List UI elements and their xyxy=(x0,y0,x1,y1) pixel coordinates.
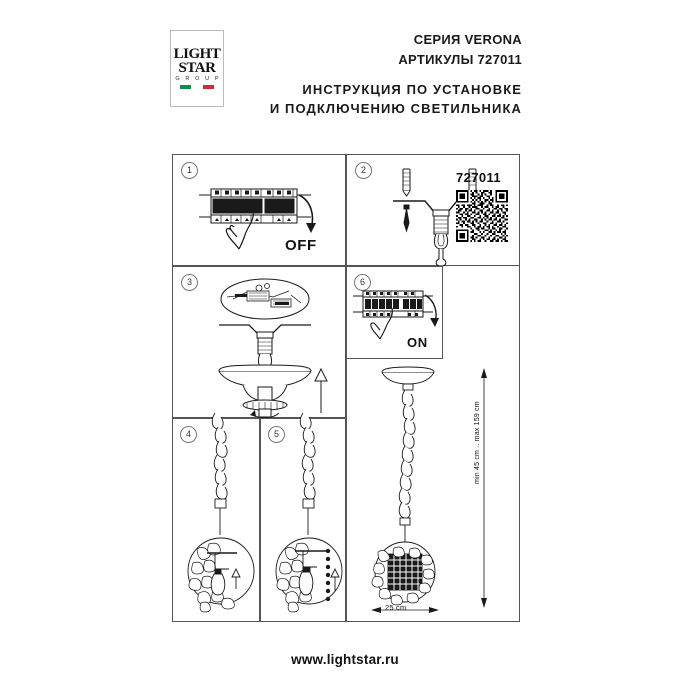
width-dimension-label: 25 cm xyxy=(385,603,407,612)
rotate-arrow-icon xyxy=(250,410,280,419)
header-text-block: СЕРИЯ VERONA АРТИКУЛЫ 727011 ИНСТРУКЦИЯ … xyxy=(270,30,522,119)
document-header: LIGHT STAR G R O U P СЕРИЯ VERONA АРТИКУ… xyxy=(170,30,522,125)
italian-flag-icon xyxy=(180,85,214,90)
step-number-2: 2 xyxy=(355,162,372,179)
logo-text-group: G R O U P xyxy=(175,76,221,83)
step-1-state-label: OFF xyxy=(285,237,317,254)
article-number: 727011 xyxy=(456,170,502,185)
chain-icon xyxy=(299,412,316,500)
product-dimension-drawing xyxy=(371,366,487,613)
up-arrow-icon xyxy=(314,367,328,413)
title-line-1: ИНСТРУКЦИЯ ПО УСТАНОВКЕ xyxy=(302,82,522,98)
circuit-breaker-illustration xyxy=(199,188,311,250)
panel-step-3: 3 xyxy=(172,266,346,419)
chain-and-shade-illustration xyxy=(275,412,343,613)
circuit-breaker-illustration xyxy=(353,290,433,340)
chain-icon xyxy=(211,412,228,500)
step-number-1: 1 xyxy=(181,162,198,179)
footer-website[interactable]: www.lightstar.ru xyxy=(291,652,399,667)
panel-step-5: 5 xyxy=(260,412,346,622)
lamp-bulb-icon xyxy=(210,568,226,596)
chain-and-shade-illustration xyxy=(187,412,255,613)
articles-label: АРТИКУЛЫ 727011 xyxy=(398,52,522,68)
panel-step-6: 6 xyxy=(346,266,443,359)
insert-arrow-icon xyxy=(330,567,340,591)
height-dimension-label: min 45 cm .. max 159 cm xyxy=(474,401,481,484)
lamp-bulb-icon xyxy=(298,566,314,596)
lightstar-logo: LIGHT STAR G R O U P xyxy=(170,30,224,107)
step-number-3: 3 xyxy=(181,274,198,291)
rotation-arrow-icon xyxy=(424,294,439,327)
page-title: ИНСТРУКЦИЯ ПО УСТАНОВКЕ И ПОДКЛЮЧЕНИЮ СВ… xyxy=(270,81,522,119)
wiring-detail-bubble xyxy=(220,278,310,320)
panel-step-4: 4 xyxy=(172,412,260,622)
series-label: СЕРИЯ VERONA xyxy=(413,32,522,47)
insert-arrow-icon xyxy=(231,567,241,589)
ceiling-cup xyxy=(381,366,435,391)
logo-text-star: STAR xyxy=(178,59,216,76)
crystal-sphere-shade xyxy=(371,541,436,606)
logo-text-light: LIGHT xyxy=(173,45,221,62)
screw-icon xyxy=(403,204,410,233)
instruction-grid: 1 xyxy=(172,154,520,622)
crystal-strand xyxy=(325,548,331,602)
qr-code xyxy=(456,190,508,242)
chain-icon xyxy=(398,389,416,519)
panel-step-1: 1 xyxy=(172,154,346,266)
width-dimension-line xyxy=(371,607,439,613)
step-number-4: 4 xyxy=(180,426,197,443)
wall-dowel-icon xyxy=(402,168,411,197)
step-number-5: 5 xyxy=(268,426,285,443)
height-dimension-line xyxy=(481,368,487,608)
title-line-2: И ПОДКЛЮЧЕНИЮ СВЕТИЛЬНИКА xyxy=(269,101,522,117)
rotation-arrow-icon xyxy=(298,194,316,233)
step-6-state-label: ON xyxy=(407,335,428,350)
